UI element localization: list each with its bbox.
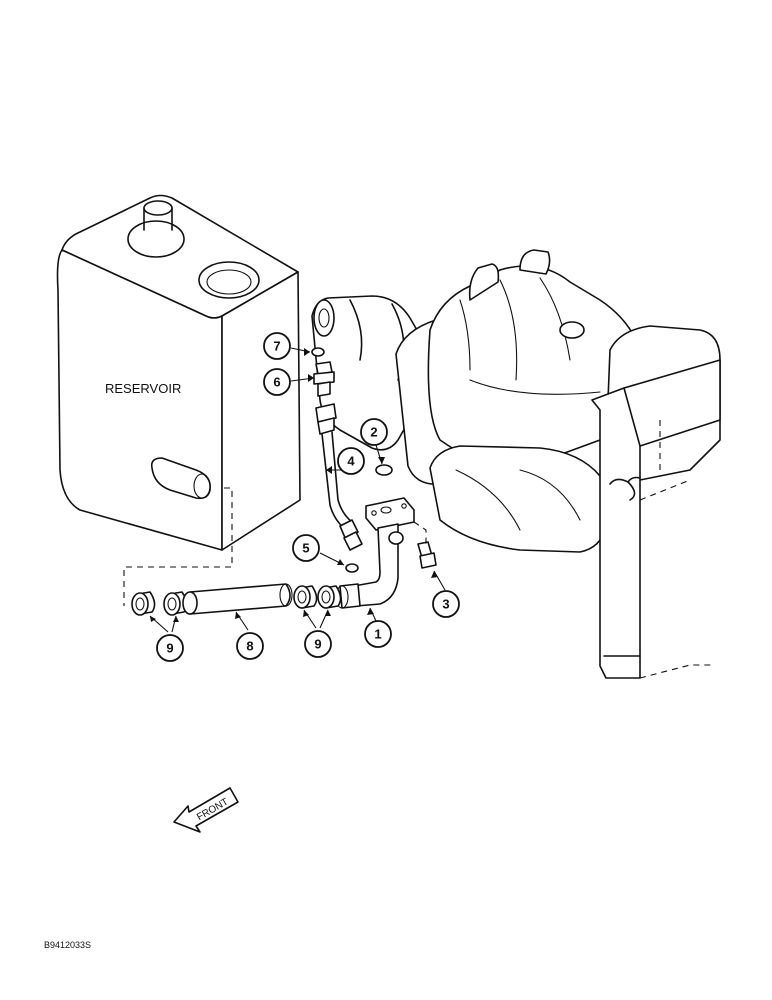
o-ring-5 [345,563,359,573]
svg-text:2: 2 [370,425,377,440]
callout-8: 8 [236,632,264,660]
svg-text:5: 5 [302,541,309,556]
figure-code: B9412033S [44,940,91,950]
reservoir-tank [56,194,301,551]
svg-text:8: 8 [246,639,253,654]
clamp-9-left-a [131,591,156,616]
bolt-3 [417,541,437,569]
svg-text:9: 9 [166,641,173,656]
svg-text:4: 4 [347,454,355,469]
clamp-9-right-a [293,585,318,609]
hose-4 [315,403,363,551]
o-ring-7 [311,347,325,357]
hose-8 [182,583,293,615]
callout-2: 2 [360,418,388,446]
centerline-bolt [413,521,427,544]
callout-9-left: 9 [156,634,184,662]
svg-text:9: 9 [314,637,321,652]
leader-lines [149,347,446,633]
callout-5: 5 [292,534,320,562]
reservoir-label: RESERVOIR [105,381,181,396]
fitting-6 [313,361,335,397]
svg-text:1: 1 [374,627,381,642]
svg-text:7: 7 [273,339,280,354]
clamp-9-right-b [317,585,342,609]
front-arrow: FRONT [173,787,239,833]
callout-4: 4 [337,447,365,475]
callout-6: 6 [263,368,291,396]
pump-assembly [311,249,721,679]
callout-1: 1 [364,620,392,648]
centerline-reservoir [123,487,233,606]
o-ring-2 [375,464,393,476]
svg-text:6: 6 [273,375,280,390]
callout-7: 7 [263,332,291,360]
callout-9-right: 9 [304,630,332,658]
callout-3: 3 [432,590,460,618]
tube-assembly-1 [335,497,415,609]
svg-text:3: 3 [442,597,449,612]
